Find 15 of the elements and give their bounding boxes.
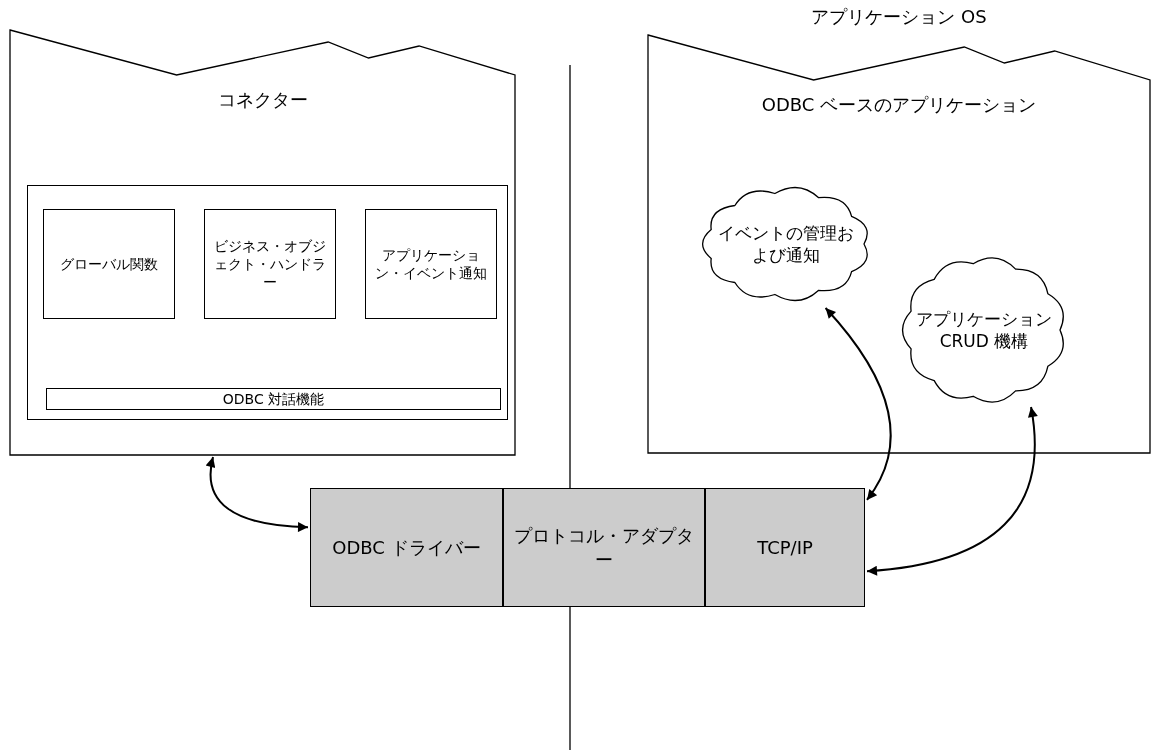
function-box: ODBC 対話機能 <box>46 388 501 410</box>
module-frame <box>27 185 508 420</box>
system-panel <box>10 30 515 455</box>
function-box: ビジネス・オブジェクト・ハンドラー <box>204 209 336 319</box>
driver-cell: ODBC ドライバー <box>310 488 503 607</box>
panel-title: ODBC ベースのアプリケーション <box>760 93 1038 117</box>
function-box: アプリケーション・イベント通知 <box>365 209 497 319</box>
function-box: グローバル関数 <box>43 209 175 319</box>
panel-heading: アプリケーション OS <box>810 5 988 29</box>
double-arrow <box>866 406 1038 576</box>
double-arrow <box>206 456 309 532</box>
driver-cell: プロトコル・アダプター <box>503 488 705 607</box>
panel-title: コネクター <box>216 88 309 112</box>
double-arrow <box>824 307 892 501</box>
driver-cell: TCP/IP <box>705 488 865 607</box>
